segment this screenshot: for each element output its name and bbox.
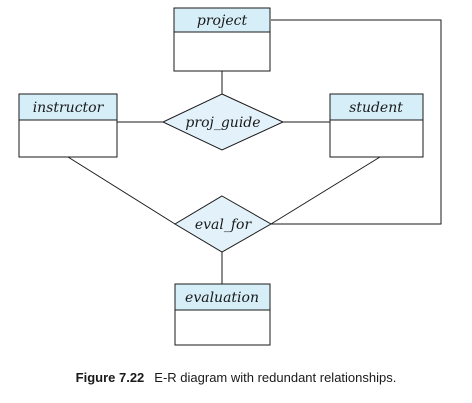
line-project-eval-for [271, 19, 442, 225]
entity-evaluation-label: evaluation [185, 290, 259, 306]
entity-student[interactable]: student [329, 93, 424, 158]
relationship-eval-for-diamond [174, 195, 273, 253]
relationship-proj-guide-label: proj_guide [185, 115, 260, 131]
entity-instructor-header [18, 93, 118, 121]
entity-project[interactable]: project [173, 7, 271, 72]
relationship-eval-for-label: eval_for [195, 217, 253, 233]
entity-evaluation-body [174, 309, 271, 346]
entity-student-header [329, 93, 424, 121]
entity-student-body [329, 119, 424, 158]
figure-label: Figure 7.22 [75, 370, 145, 385]
entity-instructor-body [18, 119, 118, 158]
connector-lines [67, 19, 442, 284]
entity-instructor-label: instructor [33, 100, 105, 116]
line-student-eval-for [270, 156, 381, 225]
relationship-eval-for[interactable]: eval_for [174, 195, 273, 253]
entity-project-label: project [197, 13, 248, 29]
entity-evaluation-header [174, 283, 271, 311]
entity-student-label: student [349, 100, 403, 116]
line-instructor-eval-for [67, 156, 176, 225]
entity-evaluation[interactable]: evaluation [174, 283, 271, 346]
entity-instructor[interactable]: instructor [18, 93, 118, 158]
relationship-proj-guide-diamond [161, 93, 285, 151]
figure-caption-text: E-R diagram with redundant relationships… [154, 370, 397, 385]
entity-project-body [173, 31, 271, 72]
figure-caption: Figure 7.22 E-R diagram with redundant re… [0, 370, 472, 385]
relationship-proj-guide[interactable]: proj_guide [161, 93, 285, 151]
